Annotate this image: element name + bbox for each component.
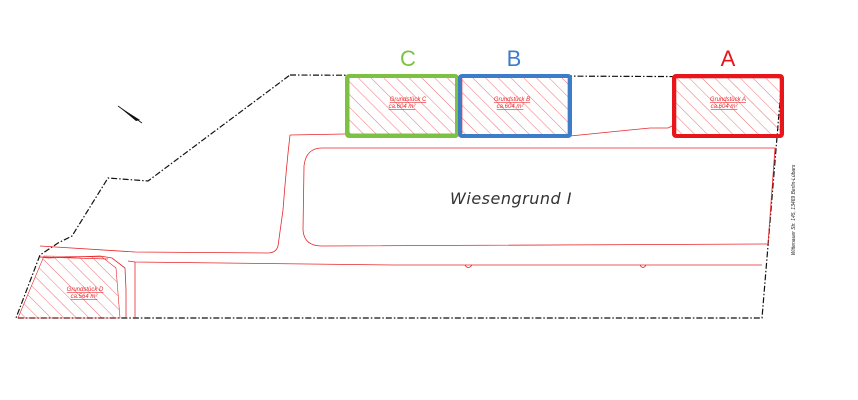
north-arrow-icon (117, 105, 143, 124)
plot-a-area (675, 77, 781, 136)
plan-lines (39, 125, 776, 318)
property-boundary (15, 74, 783, 319)
plot-c[interactable]: C Grundstück C ca.604 m² (345, 46, 459, 138)
plot-d-area (17, 255, 121, 319)
plot-d-name: Grundstück D (67, 287, 104, 293)
plot-a[interactable]: A Grundstück A ca.604 m² (672, 46, 784, 138)
plot-c-area-label: ca.604 m² (389, 104, 417, 110)
plot-b-marker-letter: B (507, 46, 522, 71)
field-name: Wiesengrund I (450, 189, 572, 208)
plot-a-area-label: ca.604 m² (711, 104, 739, 110)
plot-c-marker-frame (345, 74, 459, 138)
plot-c-area (348, 76, 457, 135)
plot-d[interactable]: Grundstück D ca.564 m² (67, 287, 104, 300)
plot-c-name: Grundstück C (390, 97, 427, 103)
plot-a-marker-letter: A (721, 46, 736, 71)
plot-b-name: Grundstück B (494, 97, 530, 103)
plot-c-marker-letter: C (400, 46, 416, 71)
plot-a-name: Grundstück A (710, 97, 746, 103)
plot-b[interactable]: B Grundstück B ca.604 m² (458, 46, 572, 138)
plot-d-area-label: ca.564 m² (71, 294, 99, 300)
plot-b-marker-frame (458, 74, 572, 138)
street-address: Wittenauer Str. 145, 13469 Berlin-Lübars (791, 164, 797, 255)
plot-a-marker-frame (672, 74, 784, 138)
plot-b-area-label: ca.604 m² (497, 104, 525, 110)
